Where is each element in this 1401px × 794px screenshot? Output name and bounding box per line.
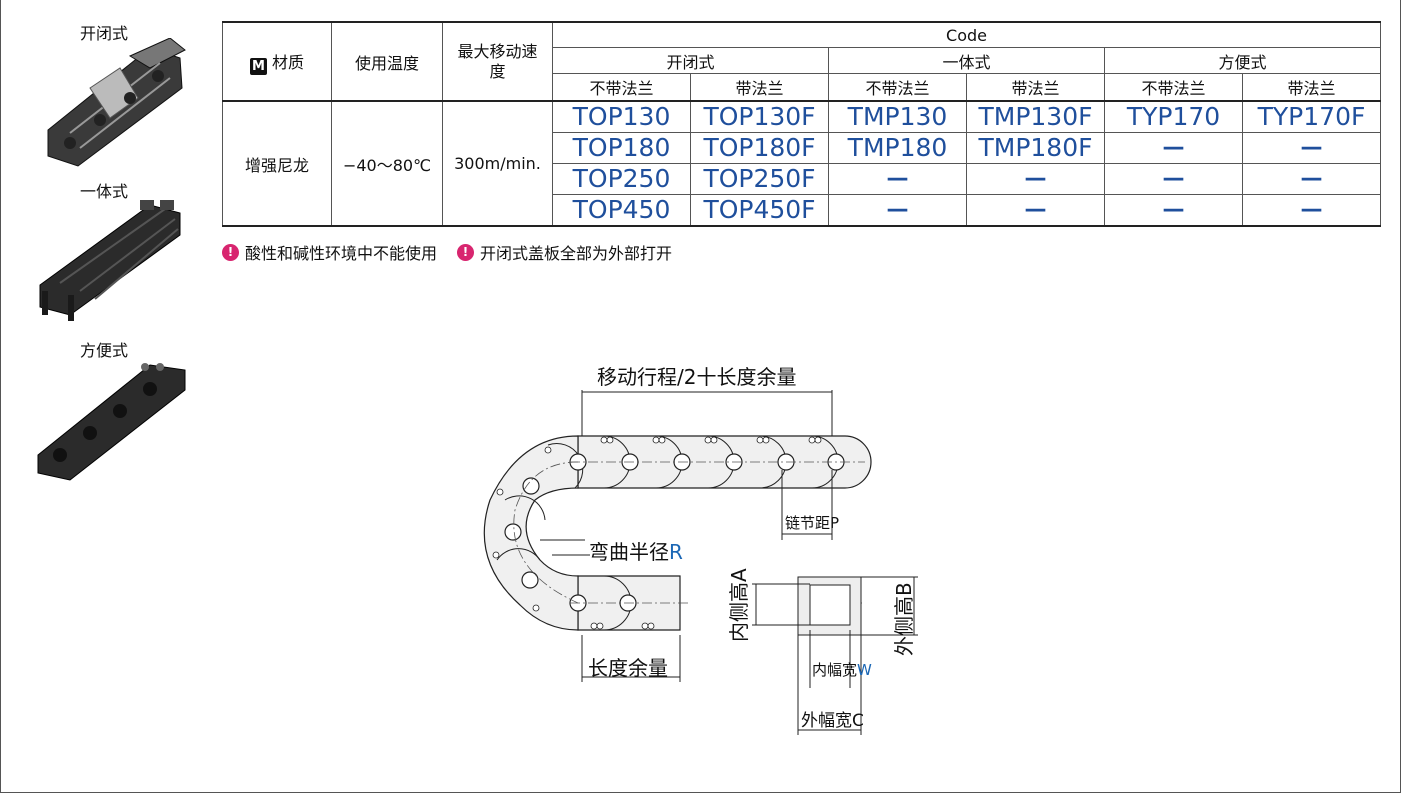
code-cell[interactable]: TOP250 [552, 163, 691, 195]
sub-header: 带法兰 [690, 73, 829, 102]
table-row: TOP250 TOP250F — — — — [223, 163, 1381, 195]
code-cell[interactable]: TYP170 [1104, 100, 1243, 133]
notes: !酸性和碱性环境中不能使用 !开闭式盖板全部为外部打开 [222, 240, 692, 264]
material-badge-icon: M [249, 57, 267, 75]
note-item: !酸性和碱性环境中不能使用 [222, 240, 437, 264]
type-label-open-close: 开闭式 [80, 24, 129, 43]
empty-code-cell: — [1242, 194, 1381, 227]
integral-chain-photo [39, 200, 181, 321]
temperature-header: 使用温度 [331, 21, 443, 102]
outer-height-label: 外侧高B [892, 582, 916, 656]
open-close-chain-photo [47, 38, 186, 167]
warning-icon: ! [222, 243, 239, 261]
type-label-integral: 一体式 [80, 182, 129, 201]
empty-code-cell: — [1104, 194, 1243, 227]
empty-code-cell: — [966, 194, 1105, 227]
outer-width-label: 外幅宽C [801, 711, 864, 731]
temperature-cell: −40～80℃ [331, 100, 443, 227]
code-cell[interactable]: TOP450 [552, 194, 691, 227]
sub-header: 不带法兰 [552, 73, 691, 102]
sub-header: 不带法兰 [828, 73, 967, 102]
code-cell[interactable]: TOP180F [690, 132, 829, 164]
code-cell[interactable]: TMP180F [966, 132, 1105, 164]
code-cell[interactable]: TOP130 [552, 100, 691, 133]
travel-label: 移动行程/2十长度余量 [597, 365, 797, 389]
convenient-chain-photo [37, 363, 186, 481]
code-cell[interactable]: TMP180 [828, 132, 967, 164]
empty-code-cell: — [1242, 163, 1381, 195]
code-header: Code [552, 21, 1381, 48]
speed-header: 最大移动速度 [442, 21, 553, 102]
empty-code-cell: — [966, 163, 1105, 195]
material-cell: 增强尼龙 [222, 100, 332, 227]
inner-width-symbol: W [857, 661, 872, 679]
type-label-convenient: 方便式 [80, 341, 129, 360]
sub-header: 带法兰 [1242, 73, 1381, 102]
pitch-label: 链节距P [785, 514, 840, 532]
empty-code-cell: — [1104, 163, 1243, 195]
slack-label: 长度余量 [588, 656, 668, 680]
code-cell[interactable]: TMP130F [966, 100, 1105, 133]
empty-code-cell: — [828, 163, 967, 195]
bend-radius-symbol: R [669, 540, 683, 564]
group-header: 一体式 [828, 47, 1105, 74]
sub-header: 带法兰 [966, 73, 1105, 102]
bend-radius-label: 弯曲半径R [589, 540, 683, 564]
sub-header: 不带法兰 [1104, 73, 1243, 102]
code-cell[interactable]: TOP450F [690, 194, 829, 227]
inner-width-label: 内幅宽W [812, 661, 872, 679]
table-row: 增强尼龙 −40～80℃ 300m/min. TOP130 TOP130F TM… [222, 100, 1381, 227]
code-cell[interactable]: TYP170F [1242, 100, 1381, 133]
inner-height-label: 内侧高A [727, 568, 751, 642]
group-header: 开闭式 [552, 47, 829, 74]
table-row: TOP450 TOP450F — — — — [223, 194, 1381, 227]
note-item: !开闭式盖板全部为外部打开 [457, 240, 672, 264]
warning-icon: ! [457, 243, 475, 261]
group-header: 方便式 [1104, 47, 1381, 74]
